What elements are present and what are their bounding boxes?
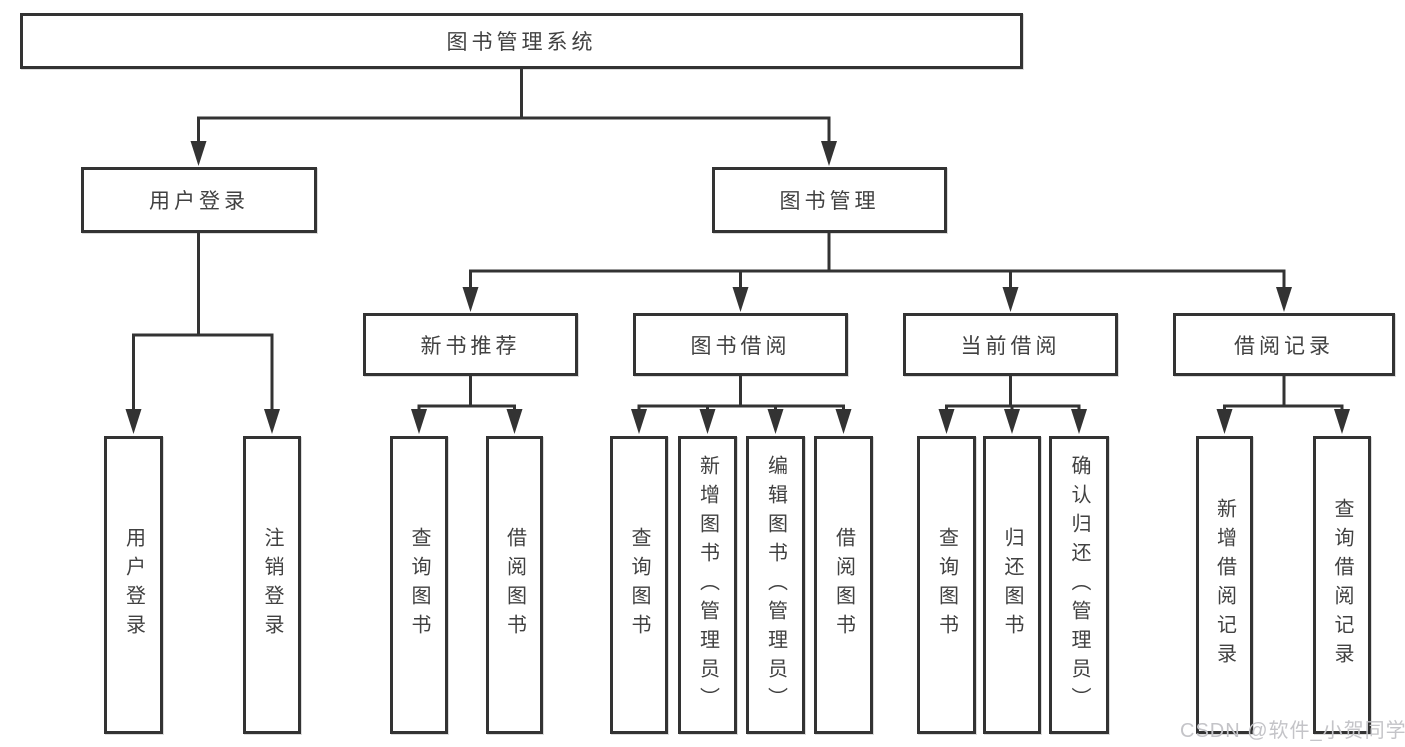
csdn-watermark: CSDN @软件_小贺同学 [1180,720,1405,742]
leaf-query-borrow-record-label: 查询借阅记录 [1331,498,1353,672]
leaf-borrow-books-recommend: 借阅图书 [486,436,543,734]
leaf-logout-login: 注销登录 [243,436,301,734]
node-borrow-records: 借阅记录 [1173,313,1395,376]
leaf-query-books-recommend: 查询图书 [390,436,448,734]
node-book-borrow: 图书借阅 [633,313,848,376]
leaf-borrow-books-recommend-label: 借阅图书 [503,527,526,643]
leaf-query-books-borrow: 查询图书 [610,436,668,734]
node-current-borrow-label: 当前借阅 [960,334,1061,358]
leaf-query-books-current-label: 查询图书 [935,527,958,643]
node-current-borrow: 当前借阅 [903,313,1118,376]
leaf-query-books-recommend-label: 查询图书 [408,527,430,643]
node-book-borrow-label: 图书借阅 [690,334,791,358]
node-root: 图书管理系统 [20,13,1023,69]
node-borrow-records-label: 借阅记录 [1234,334,1334,358]
leaf-borrow-books: 借阅图书 [814,436,873,734]
leaf-return-books-label: 归还图书 [1001,527,1023,643]
leaf-return-books: 归还图书 [983,436,1041,734]
leaf-query-books-current: 查询图书 [917,436,976,734]
leaf-edit-books-admin: 编辑图书（管理员） [746,436,805,734]
leaf-user-login: 用户登录 [104,436,163,734]
node-new-book-recommend: 新书推荐 [363,313,578,376]
leaf-add-books-admin: 新增图书（管理员） [678,436,737,734]
leaf-query-books-borrow-label: 查询图书 [628,527,650,643]
leaf-user-login-label: 用户登录 [122,527,145,643]
node-book-management: 图书管理 [712,167,947,233]
leaf-add-books-admin-label: 新增图书（管理员） [696,454,719,716]
leaf-add-borrow-record-label: 新增借阅记录 [1213,498,1236,672]
leaf-edit-books-admin-label: 编辑图书（管理员） [764,454,787,716]
leaf-logout-login-label: 注销登录 [261,527,283,643]
leaf-add-borrow-record: 新增借阅记录 [1196,436,1253,734]
leaf-confirm-return-admin: 确认归还（管理员） [1049,436,1109,734]
leaf-borrow-books-label: 借阅图书 [832,527,855,643]
leaf-confirm-return-admin-label: 确认归还（管理员） [1068,454,1090,716]
node-root-label: 图书管理系统 [446,31,597,54]
leaf-query-borrow-record: 查询借阅记录 [1313,436,1371,734]
node-user-login: 用户登录 [81,167,317,233]
node-user-login-label: 用户登录 [149,190,249,213]
node-new-book-recommend-label: 新书推荐 [420,334,521,358]
node-book-management-label: 图书管理 [779,190,880,213]
